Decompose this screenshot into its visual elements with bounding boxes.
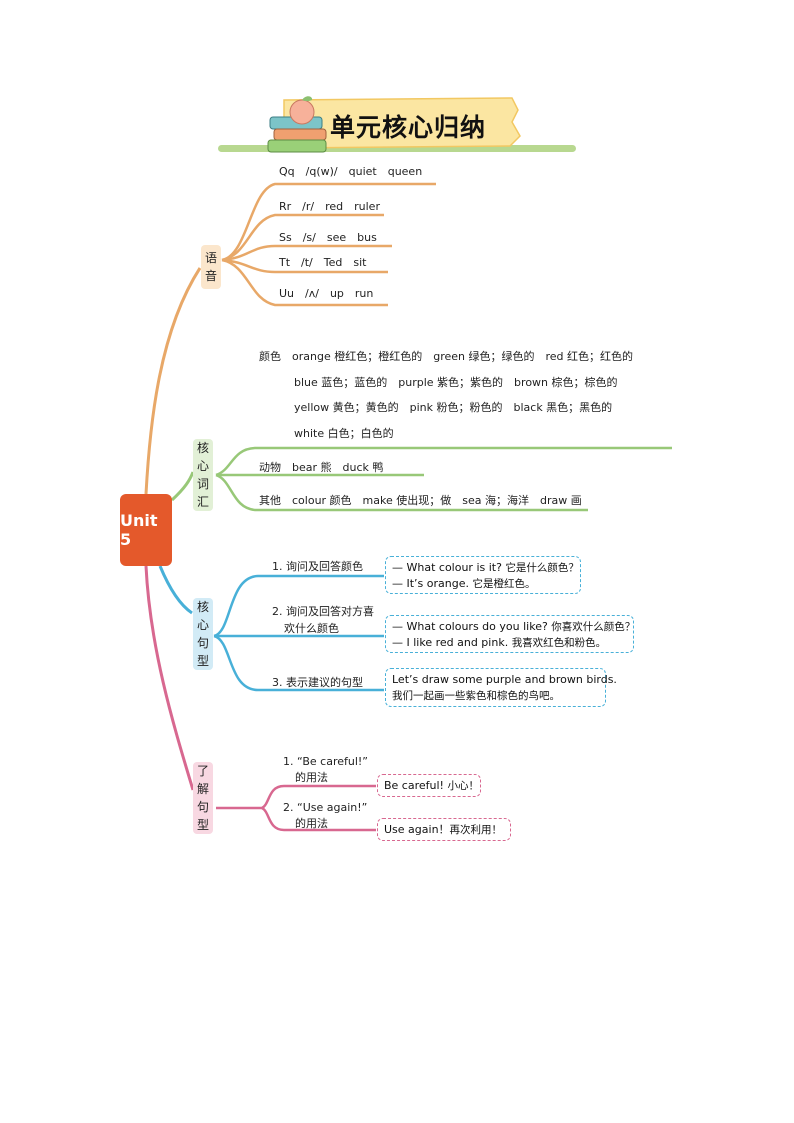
phonics-item: Rr /r/ red ruler: [279, 200, 380, 213]
usage-topic: 1. “Be careful!”: [283, 755, 369, 768]
sentence-example-box: — What colour is it? 它是什么颜色？ — It’s oran…: [385, 556, 581, 594]
sentence-example-box: Let’s draw some purple and brown birds. …: [385, 668, 617, 707]
phonics-item: Uu /ʌ/ up run: [279, 287, 374, 300]
usage-example-box: Be careful! 小心！: [377, 774, 481, 797]
usage-topic-cont: 的用法: [295, 771, 328, 784]
sentence-example-box: — What colours do you like? 你喜欢什么颜色？ — I…: [385, 615, 635, 653]
vocab-colours-line: white 白色；白色的: [294, 427, 394, 440]
sentence-topic: 2. 询问及回答对方喜: [272, 605, 374, 618]
sentence-topic: 3. 表示建议的句型: [272, 676, 363, 689]
page-title: 单元核心归纳: [330, 113, 487, 142]
phonics-item: Qq /q(w)/ quiet queen: [279, 165, 423, 178]
usage-topic-cont: 的用法: [295, 817, 328, 830]
center-node-unit: Unit 5: [120, 494, 172, 566]
sentence-topic: 1. 询问及回答颜色: [272, 560, 363, 573]
vocab-animals: 动物 bear 熊 duck 鸭: [259, 461, 384, 474]
books-peach-icon: [267, 96, 327, 153]
branch-label-understand: 了 解 句 型: [193, 762, 213, 834]
sentence-topic-cont: 欢什么颜色: [284, 622, 339, 635]
usage-example-box: Use again！再次利用！: [377, 818, 511, 841]
usage-topic: 2. “Use again!”: [283, 801, 368, 814]
phonics-item: Tt /t/ Ted sit: [279, 256, 367, 269]
branch-label-vocab: 核 心 词 汇: [193, 439, 213, 511]
vocab-colours-line: 颜色 orange 橙红色；橙红色的 green 绿色；绿色的 red 红色；红…: [259, 350, 634, 363]
vocab-others: 其他 colour 颜色 make 使出现；做 sea 海；海洋 draw 画: [259, 494, 582, 507]
vocab-colours-line: blue 蓝色；蓝色的 purple 紫色；紫色的 brown 棕色；棕色的: [294, 376, 618, 389]
vocab-colours-line: yellow 黄色；黄色的 pink 粉色；粉色的 black 黑色；黑色的: [294, 401, 613, 414]
branch-label-phonics: 语 音: [201, 245, 221, 289]
branch-label-sentences: 核 心 句 型: [193, 598, 213, 670]
phonics-item: Ss /s/ see bus: [279, 231, 377, 244]
